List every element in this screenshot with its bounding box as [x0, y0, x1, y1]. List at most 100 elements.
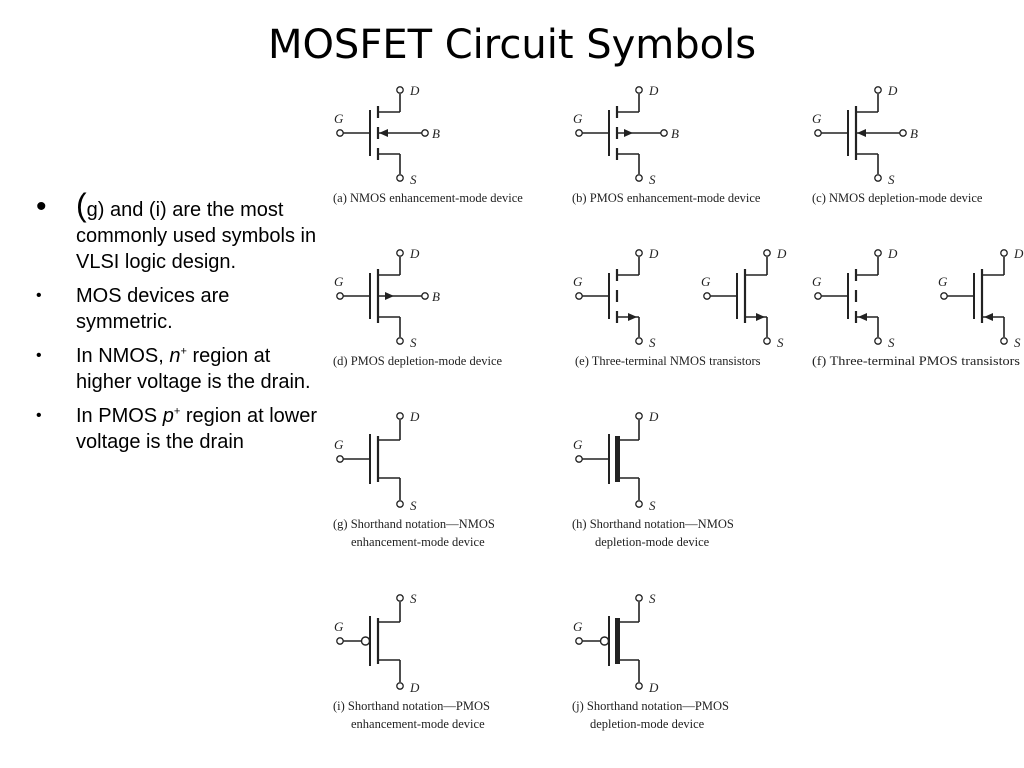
channel-bar-thick [615, 436, 620, 482]
drain-label: D [1013, 246, 1024, 261]
gate-label: G [334, 274, 344, 289]
source-terminal [635, 594, 643, 602]
gate-terminal [703, 292, 711, 300]
current-arrow [628, 313, 637, 321]
body-terminal [421, 129, 429, 137]
channel-bar-thick [615, 618, 620, 664]
bullet-item: • In PMOS p+ region at lower voltage is … [32, 403, 327, 455]
drain-label: D [887, 246, 898, 261]
body-label: B [910, 126, 918, 141]
symbol-b-pmos-enhancement: G D S B [573, 83, 679, 187]
current-arrow [379, 129, 388, 137]
bullet-dot: • [36, 407, 42, 424]
caption-d: (d) PMOS depletion-mode device [333, 354, 503, 368]
symbol-i-shorthand-pmos-enh: GSD [334, 591, 420, 695]
symbol-e-nmos-depletion: G D S [701, 246, 787, 350]
drain-terminal [396, 249, 404, 257]
drain-label: D [887, 83, 898, 98]
drain-terminal [635, 412, 643, 420]
gate-terminal [940, 292, 948, 300]
caption-a: (a) NMOS enhancement-mode device [333, 191, 523, 205]
drain-terminal [635, 86, 643, 94]
body-terminal [421, 292, 429, 300]
caption-i-line2: enhancement-mode device [351, 717, 485, 731]
source-label: S [649, 172, 656, 187]
gate-terminal [575, 455, 583, 463]
gate-terminal [336, 455, 344, 463]
bullet-text-post: region at lower voltage is the drain [76, 405, 318, 453]
bullet-item: • (g) and (i) are the most commonly used… [32, 189, 327, 275]
gate-label: G [334, 111, 344, 126]
gate-label: G [573, 111, 583, 126]
current-arrow [858, 313, 867, 321]
gate-terminal [336, 292, 344, 300]
drain-label: D [648, 83, 659, 98]
source-terminal [396, 337, 404, 345]
current-arrow [385, 292, 394, 300]
gate-label: G [701, 274, 711, 289]
drain-label: D [648, 680, 659, 695]
bullet-text-em: p [162, 405, 174, 427]
caption-c: (c) NMOS depletion-mode device [812, 191, 983, 205]
drain-label: D [409, 680, 420, 695]
source-label: S [777, 335, 784, 350]
caption-g-line2: enhancement-mode device [351, 535, 485, 549]
source-label: S [888, 172, 895, 187]
inversion-bubble [599, 636, 610, 646]
caption-j-line1: (j) Shorthand notation—PMOS [572, 699, 729, 713]
source-label: S [649, 591, 656, 606]
drain-terminal [396, 682, 404, 690]
source-label: S [410, 591, 417, 606]
bullet-text-pre: In NMOS, [76, 345, 170, 367]
current-arrow [756, 313, 765, 321]
body-label: B [432, 289, 440, 304]
current-arrow [624, 129, 633, 137]
symbol-f-pmos-enhancement: GDS [812, 246, 898, 350]
gate-label: G [938, 274, 948, 289]
drain-label: D [409, 83, 420, 98]
gate-terminal [814, 129, 822, 137]
source-label: S [410, 335, 417, 350]
symbol-g-shorthand-nmos-enh: GDS [334, 409, 420, 513]
drain-terminal [763, 249, 771, 257]
symbol-e-nmos-enhancement: G D S [573, 246, 659, 350]
gate-label: G [573, 274, 583, 289]
bullet-dot: • [36, 287, 42, 304]
source-terminal [1000, 337, 1008, 345]
drain-terminal [635, 682, 643, 690]
caption-i-line1: (i) Shorthand notation—PMOS [333, 699, 490, 713]
inversion-bubble [360, 636, 371, 646]
source-label: S [649, 498, 656, 513]
gate-terminal [336, 637, 344, 645]
bullet-text-sup: + [173, 405, 181, 418]
caption-b: (b) PMOS enhancement-mode device [572, 191, 761, 205]
bullet-text-pre: In PMOS [76, 405, 163, 427]
bullet-item: • In NMOS, n+ region at higher voltage i… [32, 343, 327, 395]
bullet-item: • MOS devices are symmetric. [32, 283, 327, 335]
gate-label: G [812, 274, 822, 289]
current-arrow [857, 129, 866, 137]
drain-label: D [648, 246, 659, 261]
gate-terminal [575, 129, 583, 137]
source-terminal [396, 500, 404, 508]
bullet-text-em: n [169, 345, 181, 367]
source-label: S [649, 335, 656, 350]
gate-terminal [336, 129, 344, 137]
bullet-text-post: region at higher voltage is the drain. [76, 345, 311, 393]
body-label: B [671, 126, 679, 141]
drain-label: D [409, 246, 420, 261]
source-terminal [635, 174, 643, 182]
bullet-dot: • [36, 190, 47, 223]
source-terminal [396, 174, 404, 182]
caption-h-line1: (h) Shorthand notation—NMOS [572, 517, 734, 531]
symbol-f-pmos-depletion: GDS [938, 246, 1024, 350]
drain-label: D [776, 246, 787, 261]
body-terminal [660, 129, 668, 137]
bullet-list: • (g) and (i) are the most commonly used… [32, 189, 327, 463]
current-arrow [984, 313, 993, 321]
bullet-text-sup: + [180, 345, 187, 358]
source-terminal [396, 594, 404, 602]
source-terminal [635, 500, 643, 508]
source-terminal [874, 174, 882, 182]
